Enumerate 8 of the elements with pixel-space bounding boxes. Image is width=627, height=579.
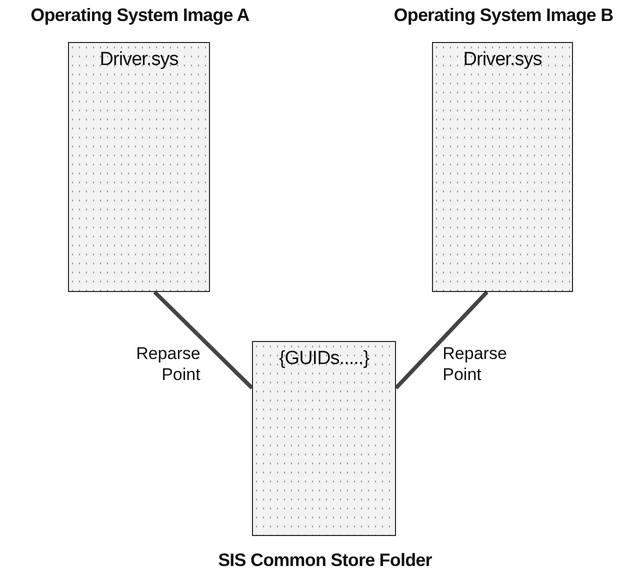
connector-line bbox=[153, 290, 254, 390]
box-heading: Operating System Image A bbox=[30, 5, 250, 26]
folder-name: {GUIDs.....} bbox=[278, 348, 370, 370]
file-name: Driver.sys bbox=[98, 49, 180, 71]
file-name: Driver.sys bbox=[462, 49, 543, 71]
box-heading: Operating System Image B bbox=[392, 5, 614, 26]
connector-line bbox=[394, 290, 488, 390]
box-heading: SIS Common Store Folder bbox=[217, 550, 433, 571]
